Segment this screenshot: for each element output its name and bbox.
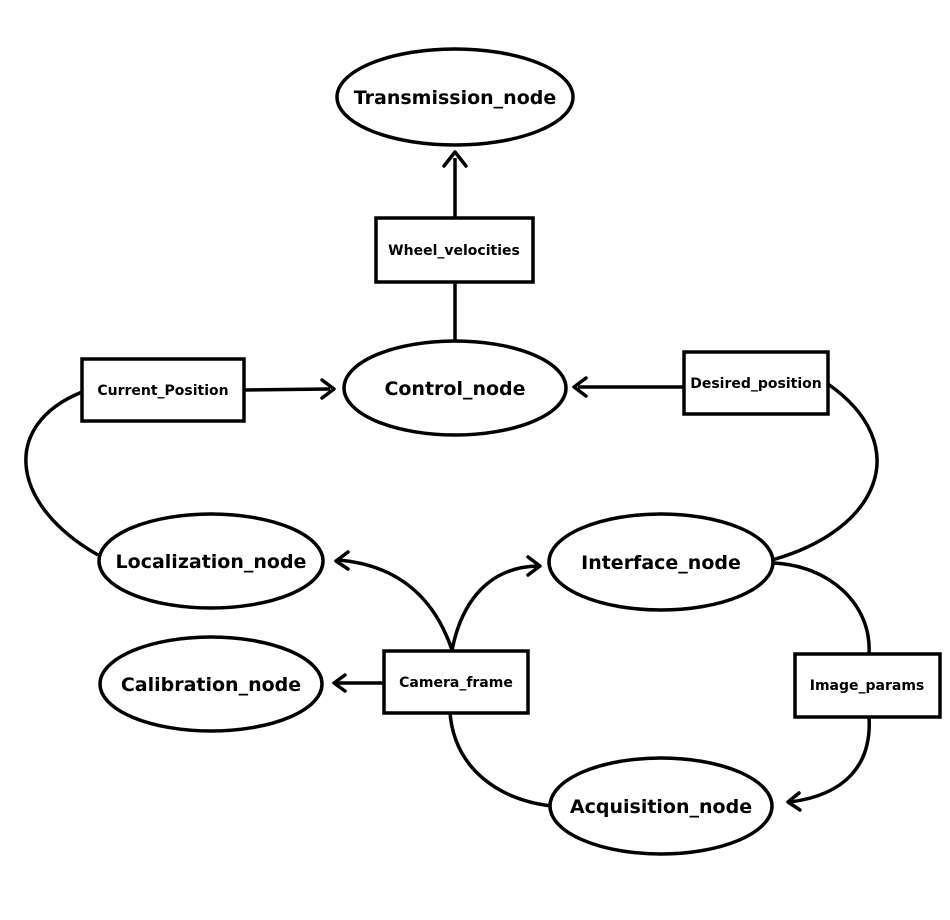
- edge-acquisition-to-camera-frame: [448, 712, 553, 808]
- acquisition-node-label: Acquisition_node: [570, 796, 752, 818]
- edge-localization-to-current-position: [24, 390, 99, 557]
- control-node-label: Control_node: [384, 378, 525, 400]
- current-position-label: Current_Position: [97, 383, 228, 399]
- edge-image-params-to-acquisition: [789, 716, 871, 804]
- arrowhead-localization: [334, 550, 350, 571]
- calibration-node: Calibration_node: [98, 635, 324, 733]
- edge-current-position-to-control: [243, 387, 331, 392]
- camera-frame-topic: Camera_frame: [382, 649, 530, 715]
- interface-node-label: Interface_node: [581, 552, 741, 574]
- arrowhead-interface: [526, 555, 542, 577]
- edge-camera-frame-to-localization: [337, 558, 454, 651]
- arrowhead-calibration: [332, 673, 347, 693]
- wheel-velocities-topic: Wheel_velocities: [374, 216, 535, 284]
- desired-position-topic: Desired_position: [682, 350, 830, 416]
- transmission-node-label: Transmission_node: [354, 87, 557, 109]
- current-position-topic: Current_Position: [80, 357, 246, 423]
- control-node: Control_node: [342, 339, 568, 437]
- transmission-node: Transmission_node: [335, 47, 575, 147]
- calibration-node-label: Calibration_node: [121, 674, 301, 696]
- image-params-label: Image_params: [810, 678, 925, 694]
- arrowhead-acquisition: [786, 791, 802, 812]
- arrowhead-transmission: [442, 150, 468, 168]
- localization-node: Localization_node: [97, 512, 325, 610]
- arrowhead-control-right: [572, 376, 588, 398]
- image-params-topic: Image_params: [793, 652, 942, 719]
- acquisition-node: Acquisition_node: [548, 756, 774, 856]
- localization-node-label: Localization_node: [116, 551, 307, 573]
- edges: [24, 150, 879, 812]
- edge-camera-frame-to-interface: [450, 564, 539, 651]
- wheel-velocities-label: Wheel_velocities: [388, 243, 520, 259]
- edge-interface-to-desired-position: [771, 382, 879, 562]
- camera-frame-label: Camera_frame: [399, 675, 513, 691]
- edge-interface-to-image-params: [771, 561, 871, 655]
- arrowhead-control-left: [320, 378, 336, 400]
- interface-node: Interface_node: [547, 512, 775, 612]
- desired-position-label: Desired_position: [690, 376, 822, 392]
